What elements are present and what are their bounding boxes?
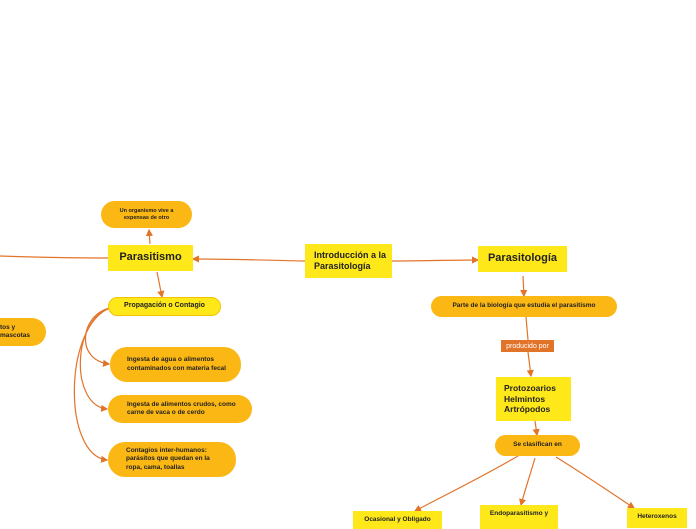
- link-root-parasitismo: [191, 255, 306, 263]
- link-clasifican-endoparasitismo: [519, 457, 536, 507]
- propagacion-node[interactable]: Propagación o Contagio: [108, 297, 221, 316]
- parasitismo-node[interactable]: Parasitismo: [108, 245, 193, 271]
- link-propagacion-contagios: [73, 307, 111, 463]
- ingesta-crudos-node[interactable]: Ingesta de alimentos crudos, como carne …: [108, 395, 252, 423]
- link-clasifican-ocasional: [413, 455, 519, 512]
- link-parasitismo-definicion: [145, 228, 154, 245]
- link-tipos-clasifican: [532, 420, 540, 437]
- parasitologia-definition-node[interactable]: Parte de la biología que estudia el para…: [431, 296, 617, 317]
- link-tag-tipos: [526, 351, 534, 378]
- link-parasitologia-definicion: [520, 275, 528, 298]
- link-parasitismo-offscreen: [0, 255, 109, 259]
- endoparasitismo-node[interactable]: Endoparasitismo y: [480, 505, 558, 529]
- parasitismo-definition-node[interactable]: Un organismo vive a expensas de otro: [101, 201, 192, 228]
- tipos-node[interactable]: Protozoarios Helmintos Artrópodos: [496, 377, 571, 421]
- link-propagacion-ingesta-agua: [84, 307, 111, 367]
- mascotas-partial-node[interactable]: tos y mascotas: [0, 318, 46, 346]
- link-root-parasitologia: [391, 256, 480, 264]
- ocasional-node[interactable]: Ocasional y Obligado: [353, 511, 442, 529]
- root-node[interactable]: Introducción a la Parasitología: [305, 244, 392, 278]
- link-parasitismo-propagacion: [156, 271, 165, 299]
- contagios-node[interactable]: Contagios inter-humanos: parásitos que q…: [108, 442, 236, 477]
- se-clasifican-node[interactable]: Se clasifican en: [495, 435, 580, 456]
- ingesta-agua-node[interactable]: Ingesta de agua o alimentos contaminados…: [110, 347, 241, 382]
- link-definicion-tag: [525, 316, 529, 341]
- producido-por-label[interactable]: producido por: [501, 340, 554, 352]
- link-clasifican-heteroxenos: [555, 456, 635, 509]
- parasitologia-node[interactable]: Parasitología: [478, 246, 567, 272]
- heteroxenos-node[interactable]: Heteroxenos: [627, 508, 687, 528]
